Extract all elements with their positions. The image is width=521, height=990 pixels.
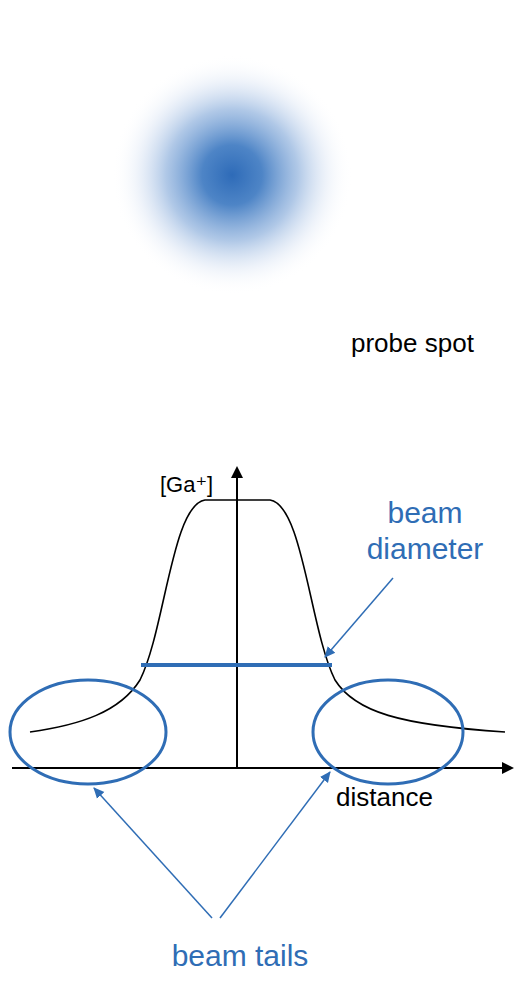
tail-ellipse	[313, 680, 463, 784]
callout-label: beam diameter	[340, 495, 510, 567]
callout-label: beam tails	[140, 938, 340, 974]
leader-arrow	[94, 788, 212, 918]
y-axis	[236, 468, 238, 768]
axis-label: [Ga⁺]	[160, 472, 232, 498]
x-axis	[12, 767, 512, 769]
axis-label: distance	[336, 782, 486, 813]
spot-label: probe spot	[351, 328, 516, 359]
probe-spot	[112, 55, 352, 295]
tail-ellipse	[10, 680, 166, 784]
leader-arrow	[220, 772, 330, 918]
leader-arrow	[325, 578, 393, 657]
diameter-line	[141, 663, 332, 667]
